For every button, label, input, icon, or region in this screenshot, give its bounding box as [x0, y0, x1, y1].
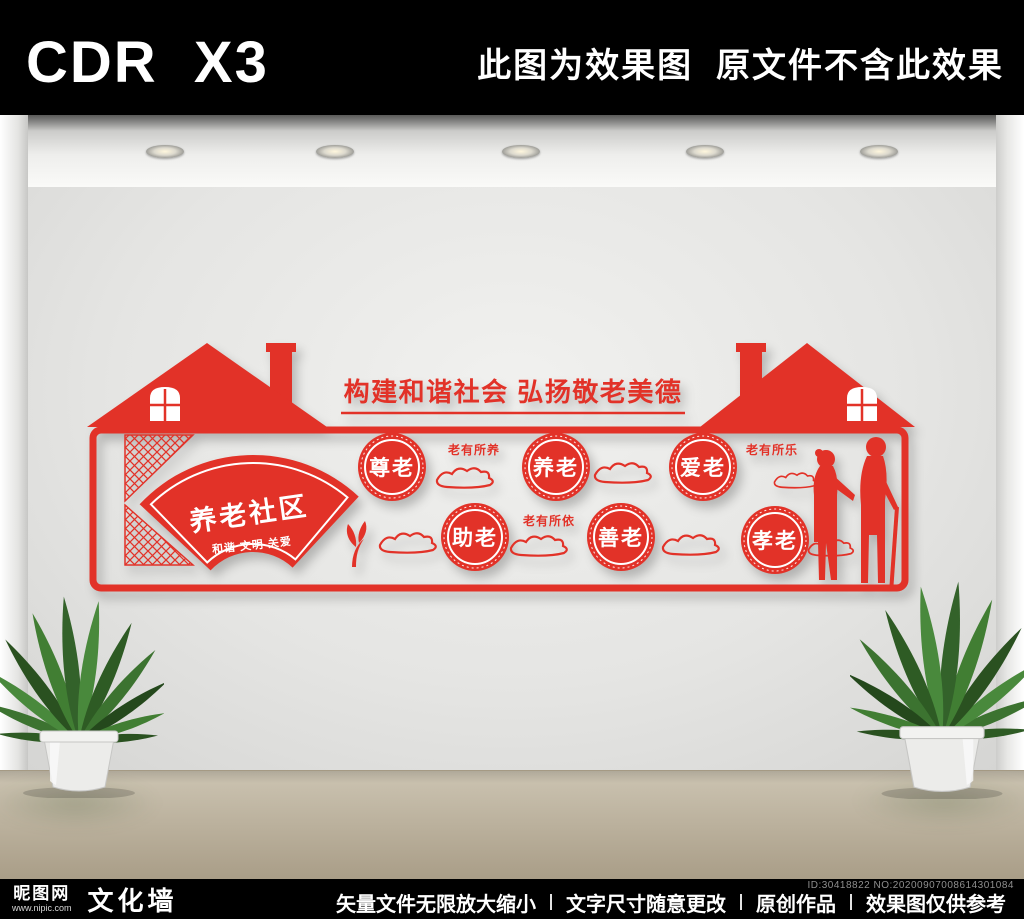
category-title: 文化墙 [87, 885, 178, 916]
feature-item: 原创作品 [756, 893, 836, 916]
recessed-light [686, 145, 724, 158]
circle-label: 善老 [598, 526, 644, 550]
back-wall [0, 187, 1024, 770]
value-circle-yanglao: 养老 [522, 433, 590, 501]
cloud-decor [435, 467, 494, 489]
circle-label: 尊老 [369, 456, 415, 480]
feature-item: 效果图仅供参考 [866, 893, 1006, 916]
left-house [87, 343, 327, 427]
fan-inner-outline [149, 462, 349, 564]
roof [700, 343, 915, 427]
recessed-light [860, 145, 898, 158]
tag-text: 老有所依 [523, 513, 575, 528]
site-logo: 昵图网 www.nipic.com [12, 885, 72, 913]
frame-border [89, 426, 909, 592]
circle-label: 助老 [452, 527, 498, 550]
culture-wall-design: 构建和谐社会 弘扬敬老美德 [87, 343, 915, 592]
tag-text: 老有所养 [448, 442, 500, 457]
feature-list: 矢量文件无限放大缩小 文字尺寸随意更改 原创作品 效果图仅供参考 [336, 888, 1006, 917]
potted-plant-left [0, 596, 164, 798]
feature-item: 矢量文件无限放大缩小 [336, 893, 536, 916]
tag-text: 老有所乐 [746, 442, 798, 457]
potted-plant-right [850, 580, 1024, 799]
sprout-decor [346, 521, 367, 567]
site-name: 昵图网 [13, 884, 71, 903]
elderly-couple-silhouette [813, 437, 899, 585]
software-version-label: CDR X3 [26, 30, 269, 95]
lattice-decor-bottom [124, 503, 195, 566]
value-circle-xiaolao: 孝老 [741, 506, 809, 574]
chimney-cap [736, 343, 766, 352]
fan-shape [139, 454, 359, 571]
cloud-decor [661, 534, 720, 556]
recessed-light [316, 145, 354, 158]
asset-id-text: ID:30418822 NO:20200907008614301084 [807, 880, 1014, 891]
top-banner: CDR X3 此图为效果图 原文件不含此效果 [0, 0, 1024, 115]
effect-disclaimer-text: 此图为效果图 原文件不含此效果 [477, 47, 1004, 85]
feature-divider [740, 894, 742, 910]
window-mullions [150, 389, 180, 421]
right-house [700, 343, 915, 427]
circle-label: 爱老 [680, 457, 726, 480]
floor [0, 770, 1024, 880]
value-circle-zunlao: 尊老 [358, 433, 426, 501]
ceiling [0, 115, 1024, 187]
feature-divider [550, 894, 552, 910]
room-scene: 构建和谐社会 弘扬敬老美德 [0, 115, 1024, 880]
chimney [270, 349, 292, 404]
bottom-banner: 昵图网 www.nipic.com 文化墙 矢量文件无限放大缩小 文字尺寸随意更… [0, 879, 1024, 919]
cloud-decor [593, 462, 652, 484]
cloud-decor [773, 472, 818, 489]
window-mullions [847, 389, 877, 421]
cloud-decor [509, 535, 568, 557]
recessed-light [146, 145, 184, 158]
circle-label: 养老 [532, 456, 579, 480]
site-url: www.nipic.com [12, 903, 72, 913]
roof [87, 343, 327, 427]
feature-item: 文字尺寸随意更改 [566, 893, 726, 916]
chimney-cap [266, 343, 296, 352]
lattice-decor-top [124, 434, 195, 503]
slogan-text: 构建和谐社会 弘扬敬老美德 [344, 377, 683, 407]
circle-label: 孝老 [752, 529, 798, 553]
feature-divider [850, 894, 852, 910]
value-circle-ailao: 爱老 [669, 433, 737, 501]
recessed-light [502, 145, 540, 158]
fan-badge: 养老社区 和谐 文明 关爱 [139, 454, 359, 571]
cloud-decor [378, 532, 437, 554]
value-circle-shanlao: 善老 [587, 503, 655, 571]
value-circle-zhulao: 助老 [441, 503, 509, 571]
